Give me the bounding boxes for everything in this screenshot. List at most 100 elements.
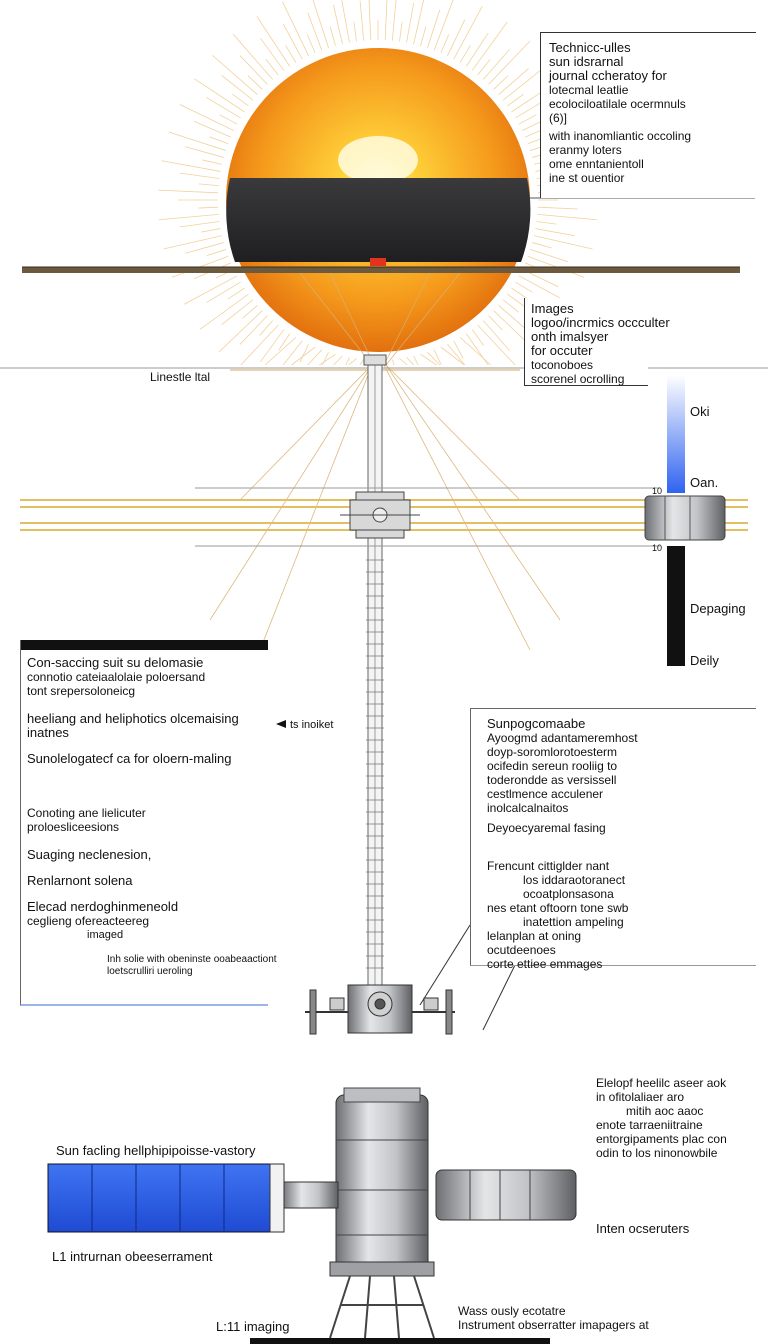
horizon-band	[22, 267, 740, 273]
tick-label-bottom: 10	[652, 543, 663, 553]
sun-ray	[440, 34, 450, 54]
sun-ray	[329, 26, 336, 46]
mr-para-3: inatettion ampeling	[523, 915, 624, 929]
sun-ray	[420, 26, 427, 46]
scale-label-depaging: Depaging	[690, 601, 746, 616]
sun-ray	[482, 49, 510, 80]
left-line-a: Suaging neclenesion,	[27, 847, 152, 862]
spacecraft-bus	[329, 1087, 435, 1277]
sun-ray	[406, 3, 415, 43]
br-line-1: in ofitolaliaer aro	[596, 1090, 685, 1104]
sun-ray	[453, 340, 464, 359]
sun-ray	[212, 54, 258, 96]
sun-ray	[507, 93, 524, 107]
sun-ray	[278, 333, 291, 351]
sun-ray	[247, 75, 263, 90]
bc-line-1: Instrument obserratter imapagers at	[458, 1318, 649, 1332]
sun-ray	[391, 359, 395, 366]
sun-ray	[256, 16, 291, 67]
images-line-0: Images	[531, 301, 574, 316]
sun-ray	[282, 1, 309, 57]
left-imaged: imaged	[87, 929, 124, 941]
sun-ray	[185, 146, 224, 158]
sun-ray	[179, 172, 220, 179]
mr-para-2: nes etant oftoorn tone swb	[487, 901, 629, 915]
sun-ray	[502, 299, 519, 313]
br-line-5: odin to los ninonowbile	[596, 1146, 718, 1160]
lower-node	[305, 984, 455, 1035]
l1-label: L1 intrurnan obeeserrament	[52, 1249, 213, 1264]
boom-truss-rungs	[366, 559, 384, 969]
sun-ray	[427, 9, 441, 48]
sun-ray	[536, 221, 557, 225]
sun-ray	[471, 21, 508, 71]
sun-ray	[359, 0, 365, 41]
left-mid-0: Conoting ane lielicuter	[27, 806, 146, 820]
sun-ray	[322, 351, 329, 366]
sun-ray	[384, 0, 388, 41]
sun-ray	[200, 228, 221, 233]
sun-ray	[498, 68, 529, 96]
scale-label-oan: Oan.	[690, 475, 719, 490]
side-telescope	[435, 1169, 577, 1221]
left-para2-0: heeliang and heliphotics olcemaising	[27, 711, 239, 726]
bc-line-0: Wass ously ecotatre	[458, 1304, 566, 1318]
top-right-line-8: ome enntanientoll	[549, 157, 644, 171]
sun-ray	[532, 242, 552, 249]
sun-ray	[242, 304, 258, 319]
left-foot-1: loetscrulliri ueroling	[107, 966, 193, 977]
left-info-box: Con-saccing suit su delomasie connotio c…	[20, 640, 277, 1006]
sun-ray	[193, 121, 232, 138]
sun-ray	[341, 0, 350, 43]
sun-ray	[291, 346, 316, 366]
sun-ray	[477, 324, 516, 366]
sun-ray	[198, 183, 219, 187]
sun-ray	[232, 93, 249, 107]
sun-ray	[319, 353, 336, 366]
sun-glow	[338, 136, 418, 184]
sun-ray	[535, 228, 575, 237]
mr-line-3: toderondde as versissell	[487, 773, 617, 787]
solar-panel-cells	[91, 1164, 225, 1232]
sun-ray	[465, 333, 489, 366]
solar-panel	[47, 1163, 271, 1233]
images-line-1: logoo/incrmics occculter	[531, 315, 670, 330]
top-right-line-7: eranmy loters	[549, 143, 622, 157]
sun-ray	[240, 324, 279, 366]
sun-ray	[459, 45, 471, 63]
br-line-3: enote tarraeniitraine	[596, 1118, 703, 1132]
sun-ray	[348, 358, 357, 366]
upper-node	[340, 491, 420, 539]
sun-ray	[232, 34, 274, 80]
sun-ray	[511, 89, 546, 113]
sun-ray	[219, 114, 238, 125]
sun-ray	[163, 235, 223, 250]
sun-ray	[465, 32, 489, 67]
left-lines-c-1: ceglieng ofereacteereg	[27, 914, 150, 928]
sun-ray	[199, 293, 249, 330]
top-right-line-1: sun idsrarnal	[549, 54, 624, 69]
sun-ray	[530, 249, 569, 263]
support-legs	[329, 1275, 435, 1339]
scale-bar-blue	[667, 375, 685, 493]
left-foot-0: Inh solie with obeninste ooabeaactiont	[107, 954, 277, 965]
sun-ray	[427, 351, 441, 366]
mr-line-0: Ayoogmd adantameremhost	[487, 731, 638, 745]
sun-ray	[158, 189, 219, 194]
sun-ray	[161, 160, 221, 172]
sun-ray	[206, 281, 241, 303]
sun-ray	[488, 40, 531, 85]
sun-ray	[459, 337, 492, 366]
mr-line-1: doyp-soromlorotoesterm	[487, 745, 618, 759]
left-box-header-bar	[21, 640, 268, 650]
sun-ray	[158, 213, 219, 221]
lime-label: Linestle ltal	[150, 370, 211, 384]
sun-ray	[406, 357, 415, 366]
top-right-line-0: Technicc-ulles	[549, 40, 631, 55]
mr-para-4: lelanplan at oning	[487, 929, 582, 943]
sun-ray	[333, 355, 343, 366]
sun-ray	[399, 21, 403, 42]
sun-ray	[209, 136, 229, 145]
bottom-left-label: L:11 imaging	[216, 1319, 290, 1334]
